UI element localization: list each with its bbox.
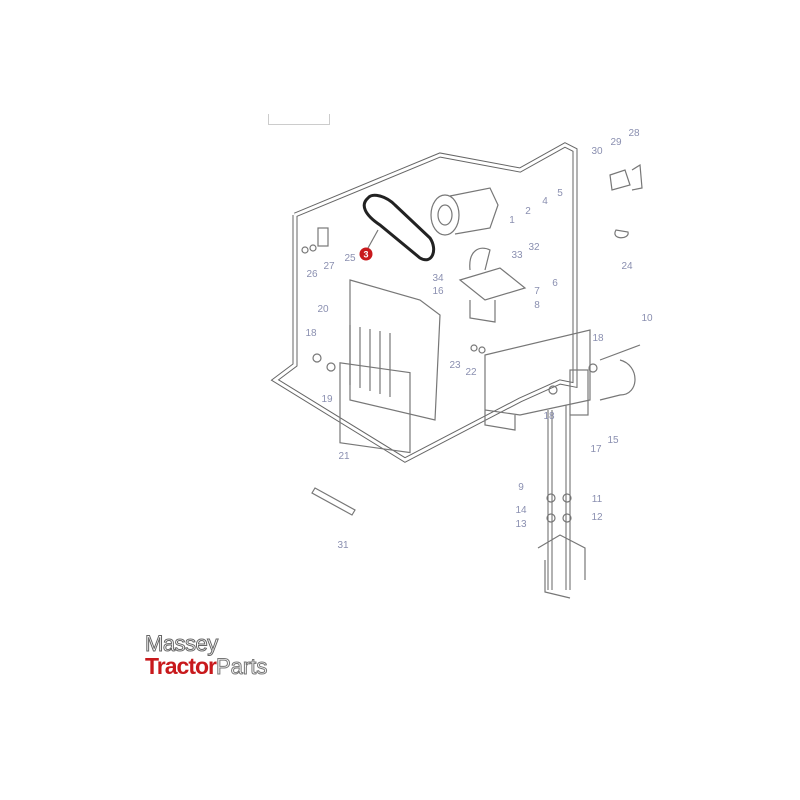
highlight-marker[interactable] (359, 247, 373, 261)
callout-32[interactable]: 32 (528, 242, 540, 253)
callout-31[interactable]: 31 (337, 540, 349, 551)
callout-18[interactable]: 18 (543, 411, 555, 422)
callout-17[interactable]: 17 (590, 444, 602, 455)
logo-tractor: Tractor (145, 653, 217, 679)
callout-24[interactable]: 24 (621, 261, 633, 272)
callout-28[interactable]: 28 (628, 128, 640, 139)
mounting-plate (484, 329, 591, 431)
callout-18[interactable]: 18 (592, 333, 604, 344)
callout-30[interactable]: 30 (591, 146, 603, 157)
massey-tractor-parts-logo: Massey TractorParts (144, 631, 268, 679)
callout-20[interactable]: 20 (317, 304, 329, 315)
callout-1[interactable]: 1 (509, 215, 515, 226)
callout-19[interactable]: 19 (321, 394, 333, 405)
logo-line1: Massey (144, 631, 218, 656)
callout-22[interactable]: 22 (465, 367, 477, 378)
radiator-condenser (339, 279, 441, 454)
callout-33[interactable]: 33 (511, 250, 523, 261)
callout-12[interactable]: 12 (591, 512, 603, 523)
callout-18[interactable]: 18 (305, 328, 317, 339)
callout-14[interactable]: 14 (515, 505, 527, 516)
callout-16[interactable]: 16 (432, 286, 444, 297)
drawing-reference-box (268, 114, 330, 125)
drive-belt (362, 193, 436, 262)
callout-9[interactable]: 9 (518, 482, 524, 493)
callout-4[interactable]: 4 (542, 196, 548, 207)
small-parts (301, 163, 643, 599)
callout-6[interactable]: 6 (552, 278, 558, 289)
callout-25[interactable]: 25 (344, 253, 356, 264)
highlight-label: 3 (363, 250, 368, 260)
callout-7[interactable]: 7 (534, 286, 540, 297)
callout-11[interactable]: 11 (592, 494, 603, 505)
callout-15[interactable]: 15 (607, 435, 619, 446)
callout-8[interactable]: 8 (534, 300, 540, 311)
compressor (430, 187, 499, 236)
callout-29[interactable]: 29 (610, 137, 622, 148)
callout-21[interactable]: 21 (338, 451, 350, 462)
callout-2[interactable]: 2 (525, 206, 531, 217)
callout-13[interactable]: 13 (515, 519, 527, 530)
callout-labels: 2829301245323334166782527262420181910182… (305, 128, 653, 551)
mounting-bracket (458, 247, 527, 323)
receiver-drier (569, 344, 641, 416)
callout-5[interactable]: 5 (557, 188, 563, 199)
logo-parts: Parts (215, 654, 268, 679)
callout-26[interactable]: 26 (306, 269, 318, 280)
callout-10[interactable]: 10 (641, 313, 653, 324)
highlighted-callout-3[interactable]: 3 (359, 247, 373, 261)
pipe-frame (270, 142, 578, 590)
callout-34[interactable]: 34 (432, 273, 444, 284)
callout-27[interactable]: 27 (323, 261, 335, 272)
callout-23[interactable]: 23 (449, 360, 461, 371)
